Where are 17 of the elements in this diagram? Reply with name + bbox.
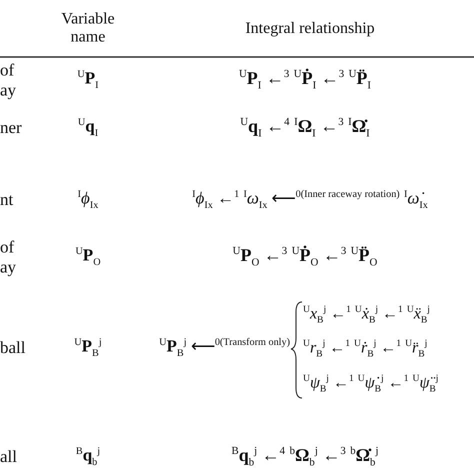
- row-label: nt: [0, 190, 14, 210]
- variable-symbol: $^{U}$q$_{I}$: [76, 116, 100, 140]
- variable-symbol: $^{I}$ϕ$_{Ix}$: [76, 188, 100, 212]
- integral-formula: $^{U}$q$_{I}$ ←$^{4}$ $^{I}$Ω$_{I}$ ←$^{3}$ $^{I}$Ω̇$_{I}$: [239, 116, 371, 140]
- integral-formula: $^{U}$P$_{I}$ ←$^{3}$ $^{U}$Ṗ$_{I}$ ←$^{3}$ $^{U}$P̈$_{I}$: [238, 68, 372, 92]
- row-label: ball: [0, 338, 26, 358]
- row-label: ner: [0, 118, 23, 138]
- column-header: Integral relationship: [244, 20, 376, 38]
- variable-symbol: $^{U}$P$_{O}$: [74, 245, 102, 269]
- integral-formula: $^{U}$P$_{B}$$^{j}$ ⟵$^{0(Transform only)}$: [158, 336, 290, 360]
- row-label: all: [0, 447, 18, 467]
- row-label: of ay: [0, 60, 18, 100]
- variable-symbol: $^{U}$P$_{I}$: [76, 68, 100, 92]
- column-header: Variable name: [60, 10, 116, 48]
- integral-formula: $^{I}$ϕ$_{Ix}$ ←$^{1}$ $^{I}$ω$_{Ix}$ ⟵$^{0(Inner raceway rotation)}$ $^{I}$ω̇$_{Ix}$: [191, 188, 429, 212]
- row-label: of ay: [0, 237, 18, 277]
- integral-formula: $^{U}$P$_{O}$ ←$^{3}$ $^{U}$Ṗ$_{O}$ ←$^{3}$ $^{U}$P̈$_{O}$: [232, 245, 378, 269]
